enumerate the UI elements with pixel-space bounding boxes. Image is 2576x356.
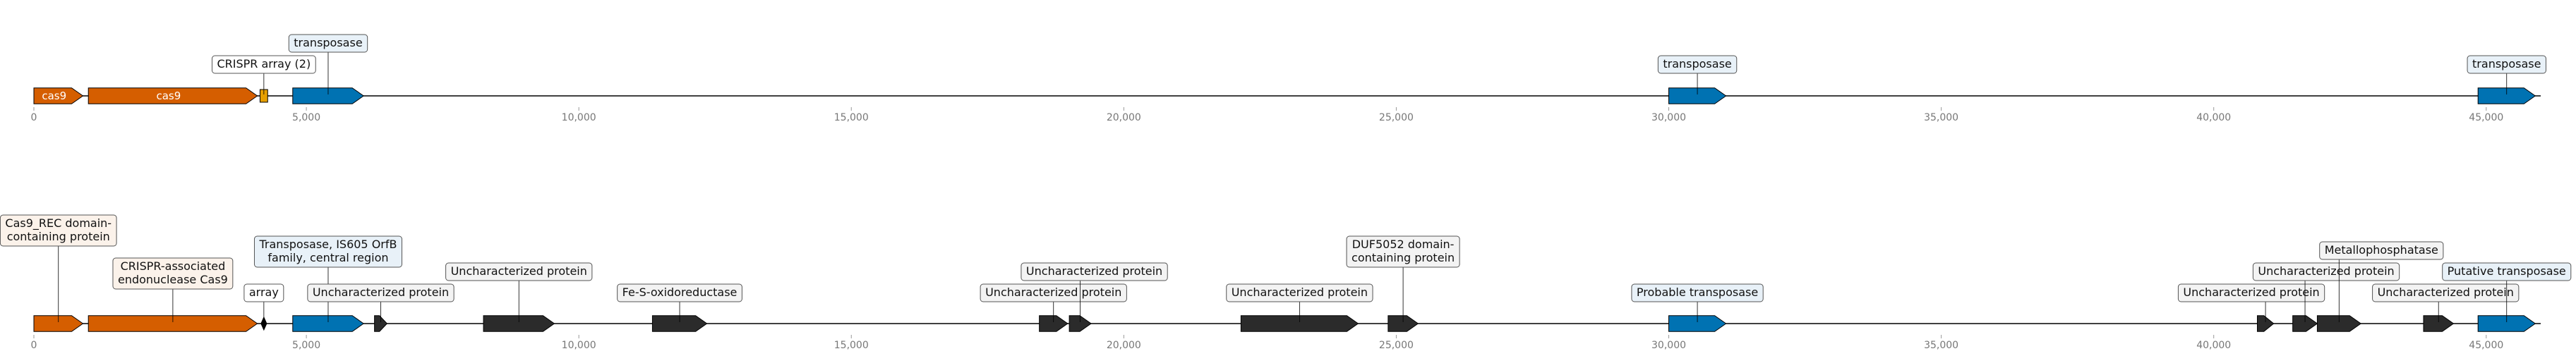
gene-transposase <box>2477 87 2536 104</box>
gene-label-box <box>211 55 316 74</box>
gene-label-text: CRISPR-associated <box>121 259 226 273</box>
gene-crispr_array <box>260 316 267 331</box>
gene-other <box>1069 315 1092 332</box>
gene-cas <box>33 87 84 104</box>
axis-tick-label: 40,000 <box>2196 112 2231 123</box>
gene-label-text: CRISPR array (2) <box>217 57 311 70</box>
gene-label-text: Uncharacterized protein <box>985 286 1121 299</box>
gene-label-text: Probable transposase <box>1637 286 1758 299</box>
axis-tick-label: 20,000 <box>1107 112 1141 123</box>
gene-cas <box>88 315 258 332</box>
track-2: 0 5,000 10,000 15,000 20,000 25,000 30,000 35,0… <box>0 214 2572 351</box>
gene-inner-label: cas9 <box>42 90 66 102</box>
gene-label-text: Uncharacterized protein <box>451 264 587 278</box>
gene-other <box>651 315 708 332</box>
gene-label-box <box>1226 283 1373 302</box>
axis-tick-label: 15,000 <box>834 340 869 351</box>
gene-label-box <box>253 235 402 268</box>
axis-tick-label: 15,000 <box>834 112 869 123</box>
gene-label-text: containing protein <box>7 230 110 243</box>
gene-label-box <box>0 214 117 247</box>
gene-cas <box>33 315 84 332</box>
axis-tick-label: 30,000 <box>1651 340 1686 351</box>
gene-label-box <box>307 283 455 302</box>
axis-tick-label: 40,000 <box>2196 340 2231 351</box>
axis-tick-label: 30,000 <box>1651 112 1686 123</box>
gene-label-text: Uncharacterized protein <box>313 286 449 299</box>
axis-tick-label: 35,000 <box>1924 112 1958 123</box>
gene-label-box <box>1631 283 1764 302</box>
gene-label-box <box>980 283 1127 302</box>
gene-label-box <box>112 257 234 290</box>
gene-label-box <box>2177 283 2325 302</box>
axis-tick-label: 20,000 <box>1107 340 1141 351</box>
gene-label-text: array <box>249 286 279 299</box>
gene-other <box>1240 315 1359 332</box>
axis-tick-label: 35,000 <box>1924 340 1958 351</box>
gene-label-text: Uncharacterized protein <box>1026 264 1162 278</box>
axis-tick-label: 10,000 <box>562 340 596 351</box>
gene-label-text: containing protein <box>1352 251 1455 264</box>
gene-transposase <box>292 87 365 104</box>
track-1: 0 5,000 10,000 15,000 20,000 25,000 30,000 35,0… <box>31 34 2546 123</box>
axis-tick-label: 0 <box>31 112 37 123</box>
gene-label-box <box>1657 55 1738 74</box>
axis-tick-label: 5,000 <box>292 112 320 123</box>
gene-label-box <box>243 283 284 302</box>
gene-transposase <box>2477 315 2536 332</box>
gene-label-text: Uncharacterized protein <box>1232 286 1368 299</box>
gene-other <box>374 315 388 332</box>
gene-label-box <box>288 34 368 53</box>
gene-label-box <box>2319 241 2444 260</box>
gene-other <box>483 315 555 332</box>
gene-label-text: Cas9_REC domain- <box>5 216 112 231</box>
gene-label-text: Transposase, IS605 OrfB <box>258 238 397 251</box>
gene-label-text: Uncharacterized protein <box>2183 286 2319 299</box>
gene-label-text: Fe-S-oxidoreductase <box>622 286 738 299</box>
gene-label-text: transposase <box>2472 57 2541 70</box>
gene-label-box <box>1346 235 1460 268</box>
gene-label-box <box>2442 262 2572 281</box>
axis-tick-label: 25,000 <box>1379 112 1414 123</box>
axis-tick-label: 25,000 <box>1379 340 1414 351</box>
axis-tick-label: 45,000 <box>2469 340 2503 351</box>
gene-label-text: transposase <box>294 36 362 49</box>
gene-crispr_array <box>259 89 268 103</box>
gene-label-box <box>2467 55 2546 74</box>
axis-tick-label: 5,000 <box>292 340 320 351</box>
gene-label-box <box>617 283 742 302</box>
gene-transposase <box>1668 315 1727 332</box>
gene-other <box>2316 315 2362 332</box>
gene-label-box <box>2252 262 2400 281</box>
axis-tick-label: 45,000 <box>2469 112 2503 123</box>
gene-label-box <box>1021 262 1168 281</box>
gene-label-box <box>2372 283 2520 302</box>
gene-other <box>2256 315 2275 332</box>
gene-label-text: family, central region <box>267 251 388 264</box>
gene-label-box <box>445 262 593 281</box>
gene-label-text: Uncharacterized protein <box>2378 286 2514 299</box>
gene-other <box>2423 315 2455 332</box>
gene-transposase <box>1668 87 1727 104</box>
gene-label-text: Metallophosphatase <box>2325 243 2438 257</box>
gene-other <box>1388 315 1419 332</box>
gene-transposase <box>292 315 365 332</box>
axis-tick-label: 0 <box>31 340 37 351</box>
axis-tick-label: 10,000 <box>562 112 596 123</box>
gene-inner-label: cas9 <box>156 90 181 102</box>
gene-other <box>2292 315 2318 332</box>
gene-label-text: endonuclease Cas9 <box>118 273 228 286</box>
gene-label-text: transposase <box>1663 57 1731 70</box>
gene-cas <box>88 87 258 104</box>
gene-label-text: Putative transposase <box>2448 264 2566 278</box>
gene-label-text: Uncharacterized protein <box>2258 264 2394 278</box>
gene-label-text: DUF5052 domain- <box>1352 238 1455 251</box>
